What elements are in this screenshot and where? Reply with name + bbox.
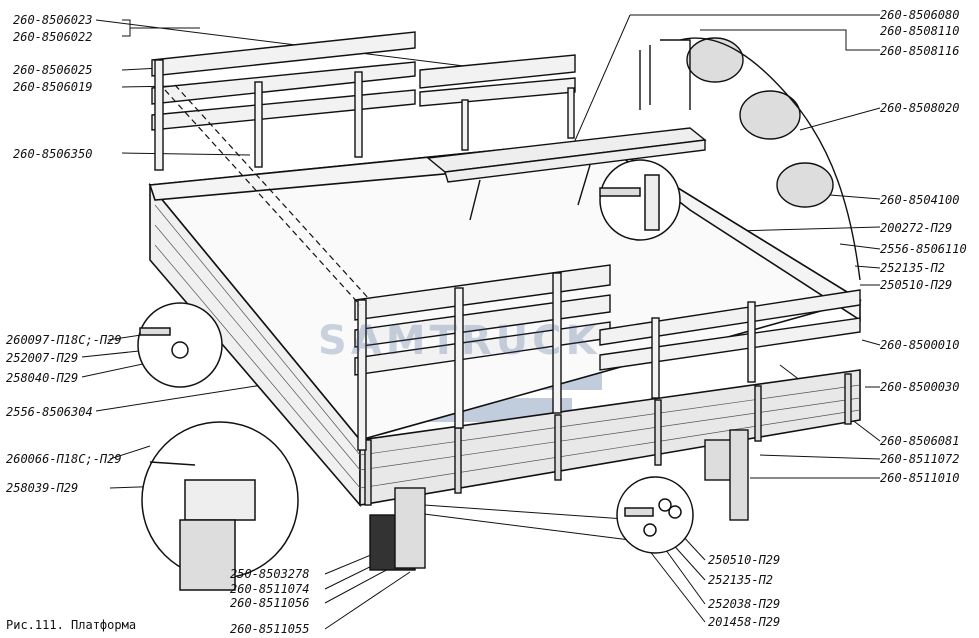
- detail-bolt-circle-bottom: [616, 476, 694, 554]
- label-right-6: 2556-8506110: [880, 242, 967, 256]
- label-left-6: 252007-П29: [6, 351, 79, 365]
- label-bottom-right-1: 252135-П2: [708, 573, 774, 587]
- label-bottom-left-1: 260-8511074: [230, 582, 310, 596]
- label-bottom-left-0: 250-8503278: [230, 567, 310, 581]
- detail-pin-circle: [137, 302, 223, 388]
- label-bottom-right-3: 201458-П29: [708, 615, 781, 629]
- figure-caption: Рис.111. Платформа: [6, 618, 137, 632]
- corner-brackets: [369, 429, 749, 571]
- label-bottom-right-0: 250510-П29: [708, 553, 781, 567]
- label-left-5: 260097-П18С;-П29: [6, 333, 122, 347]
- label-right-2: 260-8508116: [880, 44, 960, 58]
- label-left-9: 260066-П18С;-П29: [6, 452, 122, 466]
- board-planks: [154, 204, 861, 489]
- label-right-12: 260-8511072: [880, 452, 960, 466]
- label-right-1: 260-8508110: [880, 24, 960, 38]
- label-left-8: 2556-8506304: [6, 405, 93, 419]
- bench-seat: [426, 127, 707, 221]
- label-right-8: 250510-П29: [880, 278, 953, 292]
- label-left-2: 260-8506025: [13, 63, 93, 77]
- label-right-3: 260-8508020: [880, 101, 960, 115]
- right-rack: [599, 289, 861, 399]
- label-right-0: 260-8506080: [880, 8, 960, 22]
- label-left-10: 258039-П29: [6, 481, 79, 495]
- label-bottom-left-2: 260-8511056: [230, 596, 310, 610]
- tarpaulin-roll: [639, 37, 861, 281]
- watermark-text: SAMTRUCK: [318, 318, 601, 364]
- detail-bolt-circle-top: [599, 159, 681, 241]
- label-left-0: 260-8506023: [13, 13, 93, 27]
- label-right-4: 260-8504100: [880, 193, 960, 207]
- label-left-4: 260-8506350: [13, 147, 93, 161]
- label-right-13: 260-8511010: [880, 471, 960, 485]
- label-right-9: 260-8500010: [880, 338, 960, 352]
- label-right-10: 260-8500030: [880, 380, 960, 394]
- label-bottom-right-2: 252038-П29: [708, 597, 781, 611]
- label-left-7: 258040-П29: [6, 371, 79, 385]
- label-bottom-left-3: 260-8511055: [230, 622, 310, 636]
- label-right-11: 260-8506081: [880, 434, 960, 448]
- front-rack: [354, 264, 611, 451]
- detail-hasp-circle: [141, 421, 299, 591]
- label-right-5: 200272-П29: [880, 221, 953, 235]
- label-left-1: 260-8506022: [13, 30, 93, 44]
- label-right-7: 252135-П2: [880, 261, 946, 275]
- side-chain: [164, 84, 371, 306]
- label-left-3: 260-8506019: [13, 80, 93, 94]
- rear-rack: [151, 31, 576, 171]
